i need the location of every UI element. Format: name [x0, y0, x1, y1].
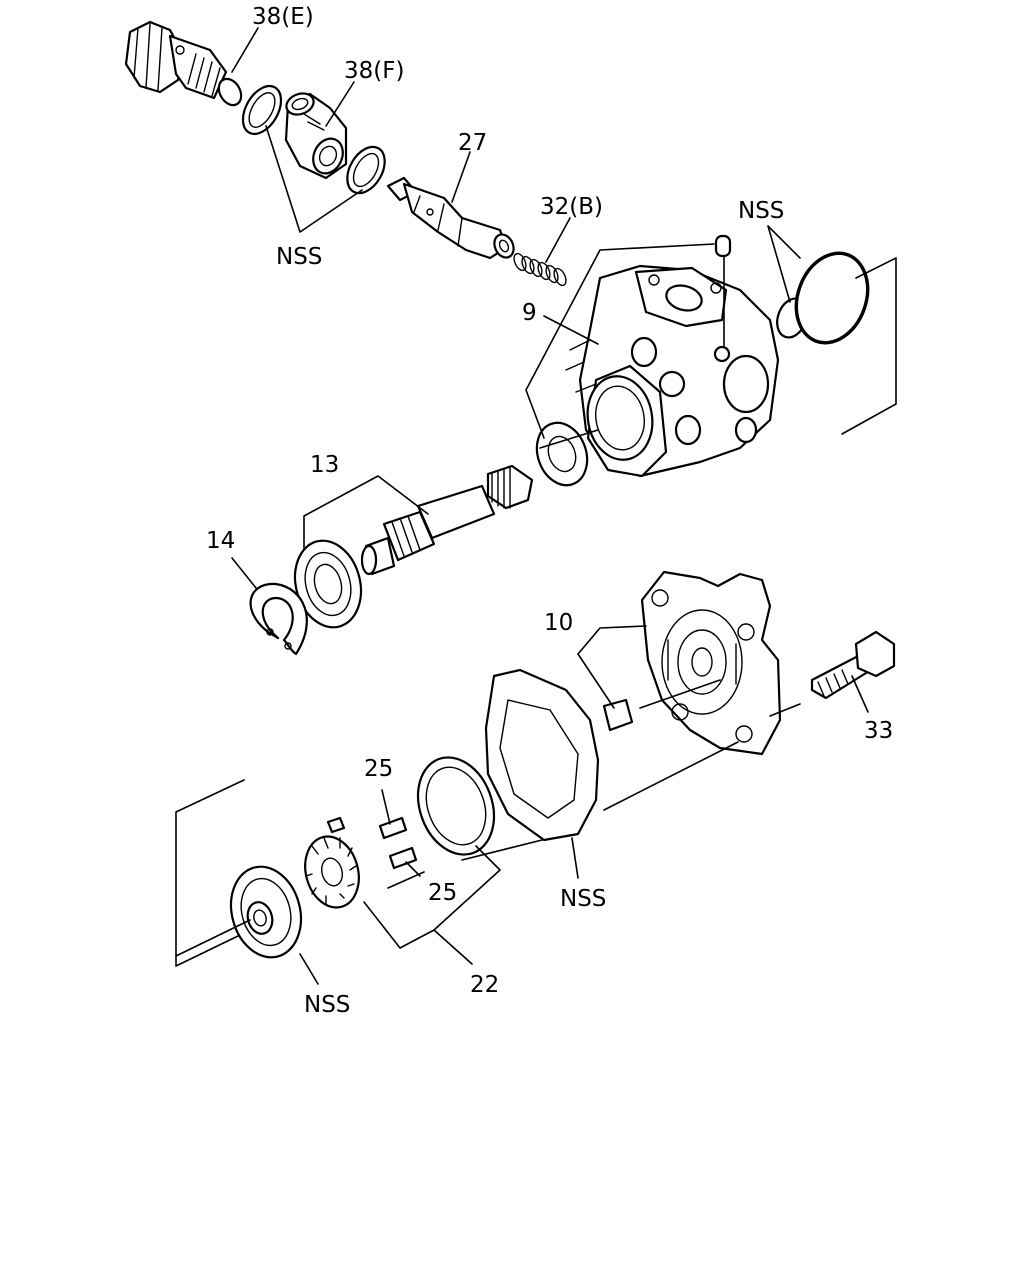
- label-13: 13: [310, 452, 339, 478]
- label-25b: 25: [428, 880, 457, 906]
- front-side-plate-nss: [229, 865, 303, 959]
- label-27: 27: [458, 130, 487, 156]
- leader-33: [851, 675, 869, 713]
- label-32b: 32(B): [540, 194, 603, 220]
- leader-27: [451, 151, 471, 203]
- bearing: [293, 539, 363, 629]
- leader-38e: [231, 27, 259, 73]
- leader-10: [577, 625, 647, 709]
- leader-25a: [381, 789, 391, 825]
- label-25a: 25: [364, 756, 393, 782]
- label-nss-top-left: NSS: [276, 244, 322, 270]
- dowel-pin-10: [602, 698, 634, 732]
- bracket-lower-left: [175, 779, 245, 967]
- label-22: 22: [470, 972, 499, 998]
- gasket-nss: [484, 668, 600, 842]
- leader-9: [525, 243, 715, 439]
- label-38e: 38(E): [252, 4, 314, 30]
- part-14-snap-ring: [249, 582, 308, 656]
- o-ring-large: [794, 251, 870, 345]
- label-14: 14: [206, 528, 235, 554]
- part-38f-fitting: [284, 92, 348, 180]
- part-22-cam-ring: [416, 756, 496, 856]
- part-13-shaft: [360, 464, 534, 576]
- part-33-bolt: [810, 630, 896, 700]
- pin-25a: [378, 816, 408, 840]
- leader-38f: [325, 81, 355, 127]
- label-nss-gasket: NSS: [560, 886, 606, 912]
- leader-13: [303, 475, 429, 549]
- part-27-spool: [386, 176, 515, 260]
- leader-nss-plate: [299, 953, 319, 985]
- label-9: 9: [522, 300, 537, 326]
- part-38e-valve: [124, 20, 243, 107]
- rotor: [304, 816, 360, 909]
- leader-25b: [405, 861, 421, 877]
- leader-14: [231, 557, 257, 589]
- washer-nss-left: [241, 85, 283, 135]
- leader-nss-top-left: [265, 125, 363, 233]
- part-9-pump-housing: [565, 234, 780, 478]
- part-10-rear-cover: [640, 570, 782, 756]
- axis-line-upper: [539, 429, 721, 709]
- oil-seal: [535, 421, 589, 487]
- label-nss-top-right: NSS: [738, 198, 784, 224]
- label-nss-plate: NSS: [304, 992, 350, 1018]
- bracket-housing: [841, 257, 897, 435]
- label-10: 10: [544, 610, 573, 636]
- axis-line-lower: [175, 703, 801, 957]
- label-38f: 38(F): [344, 58, 404, 84]
- label-33: 33: [864, 718, 893, 744]
- leader-32b: [545, 217, 571, 263]
- leader-nss-top-right: [767, 225, 801, 303]
- leader-nss-gasket: [571, 837, 579, 879]
- pin-25b: [388, 846, 418, 870]
- washer-nss-right: [346, 145, 386, 195]
- part-32b-spring: [513, 252, 567, 287]
